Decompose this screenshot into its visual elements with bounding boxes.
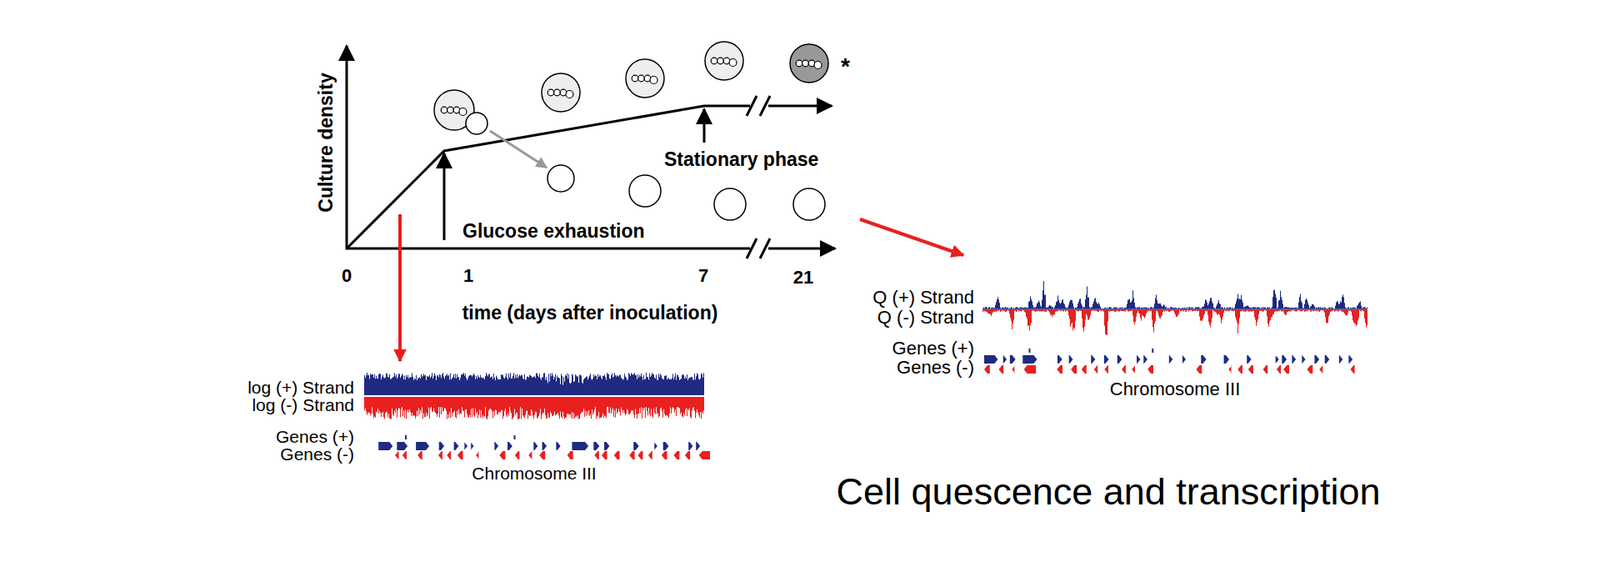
organelle	[717, 57, 725, 65]
organelle	[729, 59, 737, 67]
minus-strand-signal	[365, 396, 705, 420]
axis-title: time (days after inoculation)	[462, 302, 719, 324]
gene-row	[984, 348, 1353, 364]
event-label: Stationary phase	[664, 149, 819, 170]
track-label: log (+) Strand	[247, 377, 355, 397]
tick-label: 21	[793, 267, 814, 288]
axes	[345, 45, 835, 250]
axis-break	[746, 95, 770, 259]
axis-title: Culture density	[315, 72, 337, 212]
event-label: Glucose exhaustion	[462, 220, 645, 242]
organelle	[447, 106, 455, 114]
tick-label: 0	[341, 265, 352, 286]
organelle	[802, 60, 810, 67]
genome-tracks	[365, 280, 1369, 460]
gene-row	[378, 435, 700, 450]
chromosome-label: Chromosome III	[471, 463, 596, 483]
minus-strand-signal	[983, 310, 1368, 335]
organelle-chains	[440, 57, 822, 115]
organelle	[631, 75, 639, 82]
track-label: log (-) Strand	[251, 395, 355, 415]
organelle	[554, 89, 561, 96]
baseline	[982, 308, 1368, 310]
track-label: Genes (+)	[275, 426, 355, 446]
organelle	[459, 108, 467, 116]
daughter-arrow	[490, 130, 547, 168]
note-mark: *	[840, 54, 850, 80]
chromosome-label: Chromosome III	[1110, 379, 1241, 400]
figure-title: Cell quescence and transcription	[836, 470, 1381, 513]
organelle	[638, 75, 645, 82]
track-label: Q (-) Strand	[877, 307, 975, 328]
tick-label: 1	[463, 265, 474, 286]
plus-strand-signal	[365, 372, 705, 395]
track-label: Genes (+)	[892, 338, 975, 359]
organelle	[814, 61, 822, 70]
organelle	[547, 89, 555, 96]
track-label: Q (+) Strand	[872, 287, 975, 308]
organelle	[650, 76, 658, 85]
plus-strand-signal	[984, 280, 1368, 309]
organelle	[795, 60, 803, 67]
cells	[434, 41, 829, 220]
gene-row	[395, 450, 710, 460]
organelle	[565, 90, 574, 99]
gene-row	[984, 365, 1355, 374]
track-label: Genes (-)	[280, 444, 355, 464]
organelle	[440, 106, 448, 114]
organelle	[710, 57, 718, 65]
tick-label: 7	[698, 265, 709, 286]
track-label: Genes (-)	[896, 357, 975, 378]
